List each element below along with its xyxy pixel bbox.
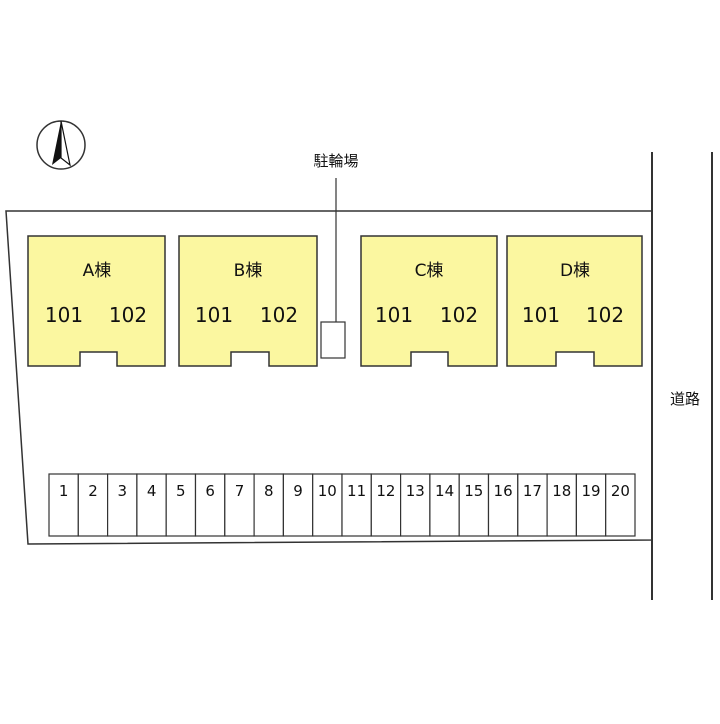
building-c: C棟 101 102 xyxy=(360,235,498,367)
parking-slot-number: 18 xyxy=(552,482,571,500)
parking-slot-number: 7 xyxy=(235,482,245,500)
parking-slot-number: 3 xyxy=(118,482,128,500)
parking-slot xyxy=(487,473,519,537)
unit-label: 101 xyxy=(45,303,83,327)
building-name: D棟 xyxy=(560,261,590,281)
parking-slot xyxy=(253,473,285,537)
building-d: D棟 101 102 xyxy=(506,235,643,367)
parking-slot-number: 16 xyxy=(494,482,513,500)
unit-label: 102 xyxy=(260,303,298,327)
parking-slot-number: 10 xyxy=(318,482,337,500)
bicycle-parking-area xyxy=(320,321,346,359)
unit-label: 102 xyxy=(109,303,147,327)
unit-label: 101 xyxy=(375,303,413,327)
parking-slot xyxy=(400,473,431,537)
unit-label: 102 xyxy=(586,303,624,327)
unit-label: 102 xyxy=(440,303,478,327)
unit-label: 101 xyxy=(522,303,560,327)
parking-slot-number: 15 xyxy=(464,482,483,500)
parking-slot xyxy=(575,473,607,537)
parking-slot-number: 2 xyxy=(88,482,98,500)
parking-slot-number: 8 xyxy=(264,482,274,500)
building-name: A棟 xyxy=(83,261,112,281)
parking-slot xyxy=(77,473,109,537)
parking-slot-number: 17 xyxy=(523,482,542,500)
parking-slot-number: 4 xyxy=(147,482,157,500)
unit-label: 101 xyxy=(195,303,233,327)
parking-slot xyxy=(312,473,343,537)
parking-slot-number: 13 xyxy=(406,482,425,500)
building-name: C棟 xyxy=(415,261,444,281)
parking-slot xyxy=(458,473,490,537)
parking-slot-number: 9 xyxy=(293,482,303,500)
parking-slot xyxy=(48,473,79,537)
building-outline xyxy=(178,235,318,367)
parking-slot-number: 14 xyxy=(435,482,454,500)
parking-slot xyxy=(282,473,314,537)
parking-slot xyxy=(546,473,577,537)
parking-slot xyxy=(370,473,402,537)
building-b: B棟 101 102 xyxy=(178,235,318,367)
building-outline xyxy=(506,235,643,367)
building-name: B棟 xyxy=(234,261,263,281)
parking-slot xyxy=(605,473,636,537)
bicycle-parking-label: 駐輪場 xyxy=(313,152,358,170)
north-arrow-icon xyxy=(36,120,86,170)
parking-slot-number: 20 xyxy=(611,482,630,500)
parking-slot-number: 6 xyxy=(205,482,215,500)
road-label: 道路 xyxy=(670,390,700,408)
parking-slot-number: 12 xyxy=(376,482,395,500)
parking-slot xyxy=(429,473,460,537)
building-outline xyxy=(360,235,498,367)
building-a: A棟 101 102 xyxy=(27,235,166,367)
building-outline xyxy=(27,235,166,367)
parking-slot-number: 11 xyxy=(347,482,366,500)
parking-slot xyxy=(517,473,548,537)
parking-slot-number: 5 xyxy=(176,482,186,500)
parking-slot-number: 19 xyxy=(581,482,600,500)
parking-slot-number: 1 xyxy=(59,482,69,500)
